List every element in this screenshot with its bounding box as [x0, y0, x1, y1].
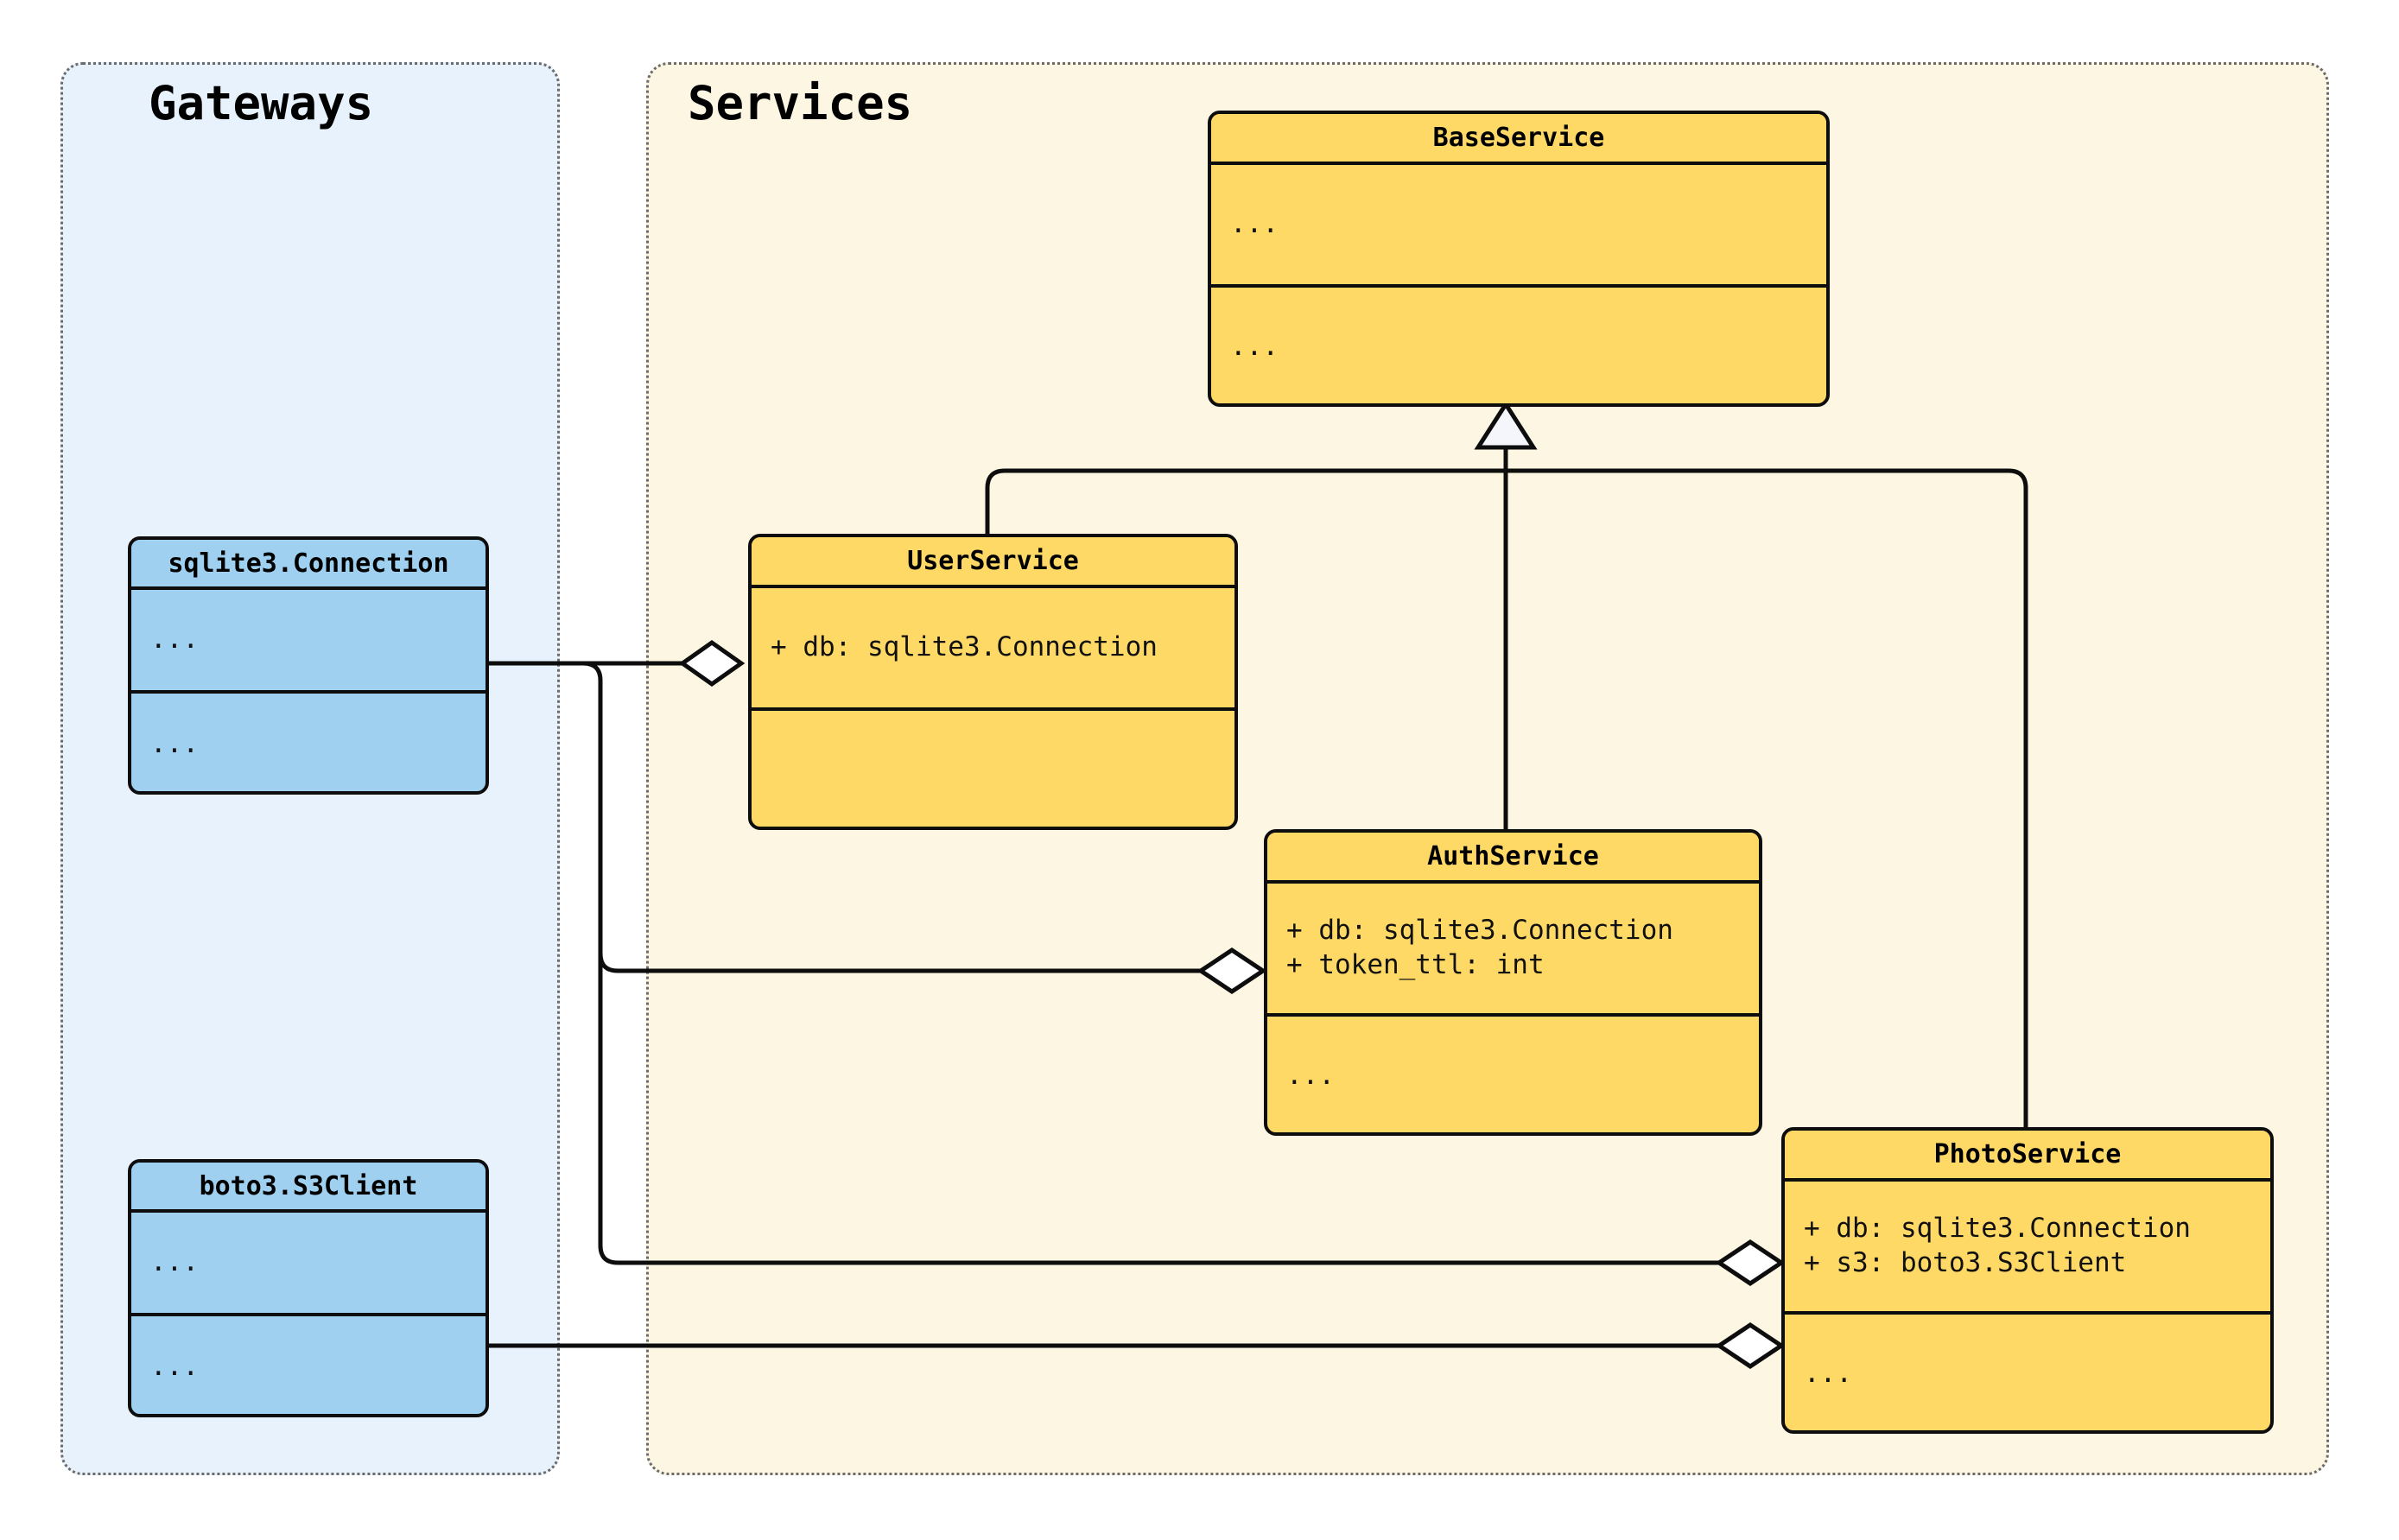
package-gateways-title: Gateways: [149, 76, 374, 130]
class-baseservice-methods: ...: [1230, 331, 1279, 363]
class-authservice-name: AuthService: [1267, 833, 1759, 884]
class-authservice-attributes: + db: sqlite3.Connection + token_ttl: in…: [1267, 884, 1759, 1017]
class-baseservice-name: BaseService: [1211, 114, 1826, 165]
class-userservice[interactable]: UserService + db: sqlite3.Connection: [748, 534, 1238, 830]
class-userservice-attributes: + db: sqlite3.Connection: [752, 588, 1234, 711]
class-sqlite3-connection[interactable]: sqlite3.Connection ... ...: [128, 536, 489, 795]
class-sqlite3-connection-name: sqlite3.Connection: [131, 540, 486, 590]
class-photoservice-name: PhotoService: [1785, 1131, 2270, 1182]
class-userservice-methods: [752, 711, 1234, 827]
class-authservice[interactable]: AuthService + db: sqlite3.Connection + t…: [1264, 829, 1762, 1136]
class-baseservice[interactable]: BaseService ... ...: [1208, 111, 1830, 407]
class-sqlite3-connection-methods: ...: [150, 727, 199, 759]
class-boto3-s3client-name: boto3.S3Client: [131, 1163, 486, 1213]
class-photoservice-attributes: + db: sqlite3.Connection + s3: boto3.S3C…: [1785, 1182, 2270, 1315]
package-services-title: Services: [688, 76, 913, 130]
class-boto3-s3client[interactable]: boto3.S3Client ... ...: [128, 1159, 489, 1417]
class-userservice-name: UserService: [752, 537, 1234, 588]
class-sqlite3-connection-attributes: ...: [131, 590, 486, 694]
class-photoservice[interactable]: PhotoService + db: sqlite3.Connection + …: [1781, 1127, 2274, 1434]
class-baseservice-attributes: ...: [1211, 165, 1826, 288]
class-authservice-methods: ...: [1286, 1060, 1335, 1092]
class-photoservice-methods: ...: [1804, 1358, 1852, 1390]
class-boto3-s3client-attributes: ...: [131, 1213, 486, 1316]
class-boto3-s3client-methods: ...: [150, 1350, 199, 1382]
